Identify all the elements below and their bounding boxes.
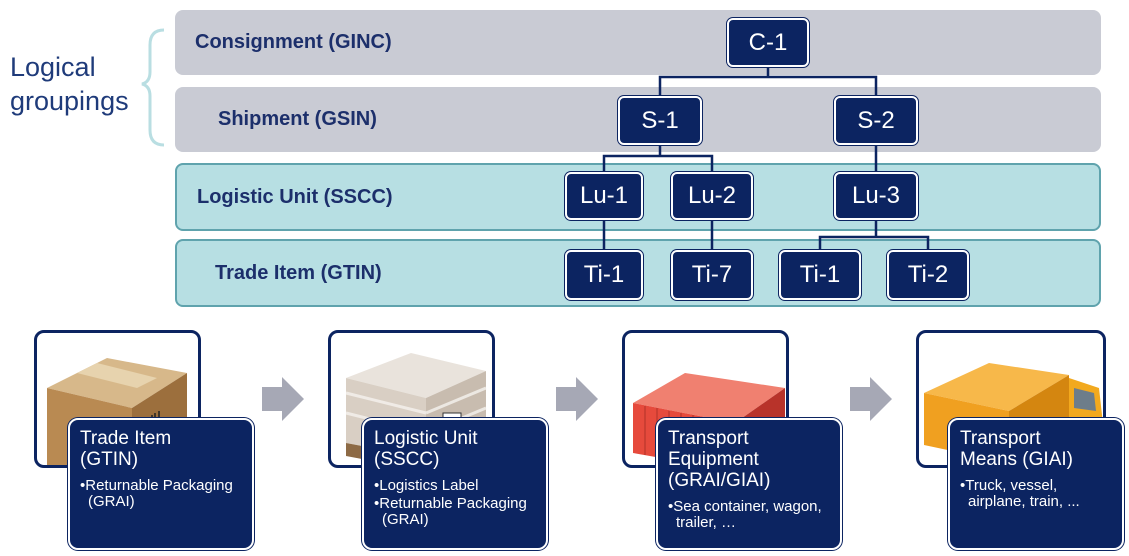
info-card-trade-item: Trade Item (GTIN) •Returnable Packaging … — [68, 418, 254, 550]
logical-groupings-line-1: Logical — [10, 52, 96, 82]
arrow-right-icon — [850, 377, 892, 421]
transport-equipment-title-line-2: Equipment — [668, 449, 759, 470]
arrow-right-icon — [262, 377, 304, 421]
logistic-unit-title-line-2: (SSCC) — [374, 449, 440, 470]
trade-item-title-line-2: (GTIN) — [80, 449, 139, 470]
node-c-1: C-1 — [727, 18, 809, 67]
info-card-logistic-unit: Logistic Unit (SSCC) •Logistics Label •R… — [362, 418, 548, 550]
transport-means-bullet: •Truck, vessel, airplane, train, ... — [960, 477, 1080, 510]
logical-groupings-label: Logical groupings — [10, 50, 129, 118]
node-lu-3: Lu-3 — [834, 172, 918, 220]
node-lu-2: Lu-2 — [671, 172, 753, 220]
trade-item-bullet: •Returnable Packaging (GRAI) — [80, 477, 233, 510]
transport-equipment-title-line-1: Transport — [668, 428, 749, 449]
trade-item-title-line-1: Trade Item — [80, 428, 172, 449]
info-card-transport-equipment: Transport Equipment (GRAI/GIAI) •Sea con… — [656, 418, 842, 550]
node-lu-1: Lu-1 — [565, 172, 643, 220]
logistic-unit-bullet-1: •Logistics Label — [374, 477, 479, 494]
band-label-trade-item: Trade Item (GTIN) — [215, 262, 382, 284]
logical-groupings-line-2: groupings — [10, 86, 129, 116]
logistic-unit-bullet-2: •Returnable Packaging (GRAI) — [374, 495, 527, 528]
band-label-logistic-unit: Logistic Unit (SSCC) — [197, 186, 393, 208]
node-ti-2: Ti-2 — [887, 250, 969, 300]
transport-means-title-line-2: Means (GIAI) — [960, 449, 1073, 470]
node-ti-7: Ti-7 — [671, 250, 753, 300]
node-ti-1-b: Ti-1 — [779, 250, 861, 300]
transport-equipment-title-line-3: (GRAI/GIAI) — [668, 470, 771, 491]
band-label-consignment: Consignment (GINC) — [195, 31, 392, 53]
transport-equipment-bullet: •Sea container, wagon, trailer, … — [668, 498, 822, 531]
band-consignment: Consignment (GINC) — [175, 10, 1101, 75]
node-s-2: S-2 — [834, 96, 918, 145]
node-ti-1: Ti-1 — [565, 250, 643, 300]
arrow-right-icon — [556, 377, 598, 421]
node-s-1: S-1 — [618, 96, 702, 145]
info-card-transport-means: Transport Means (GIAI) •Truck, vessel, a… — [948, 418, 1124, 550]
transport-means-title-line-1: Transport — [960, 428, 1041, 449]
band-label-shipment: Shipment (GSIN) — [218, 108, 377, 130]
logistic-unit-title-line-1: Logistic Unit — [374, 428, 478, 449]
